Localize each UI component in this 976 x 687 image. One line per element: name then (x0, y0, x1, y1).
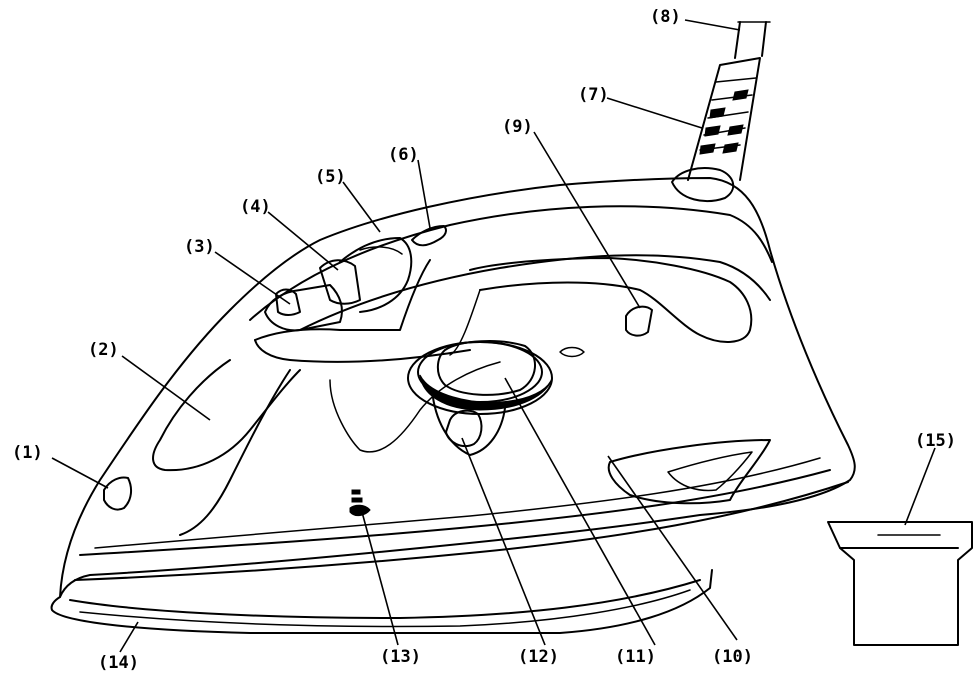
leader-lines (51, 19, 936, 653)
slider-tab (411, 225, 447, 247)
label-8: (8) (650, 7, 681, 27)
control-buttons (264, 237, 413, 332)
iron-body (59, 177, 856, 598)
label-13: (13) (380, 647, 421, 667)
handle (152, 257, 753, 536)
soleplate (50, 569, 713, 634)
temperature-dial (407, 340, 585, 456)
steam-marker (349, 489, 371, 517)
label-9: (9) (502, 117, 533, 137)
water-tank (607, 439, 771, 505)
power-cord (671, 21, 771, 202)
label-10: (10) (712, 647, 753, 667)
label-4: (4) (240, 197, 271, 217)
label-15: (15) (915, 431, 956, 451)
label-11: (11) (615, 647, 656, 667)
water-inlet-cover (103, 476, 133, 511)
label-3: (3) (184, 237, 215, 257)
label-2: (2) (88, 340, 119, 360)
handle-latch (625, 305, 653, 337)
measuring-cup (827, 521, 973, 646)
label-12: (12) (518, 647, 559, 667)
label-1: (1) (12, 443, 43, 463)
label-7: (7) (578, 85, 609, 105)
label-14: (14) (98, 653, 139, 673)
label-6: (6) (388, 145, 419, 165)
part-labels: (1) (2) (3) (4) (5) (6) (7) (8) (9) (10)… (12, 7, 956, 673)
label-5: (5) (315, 167, 346, 187)
